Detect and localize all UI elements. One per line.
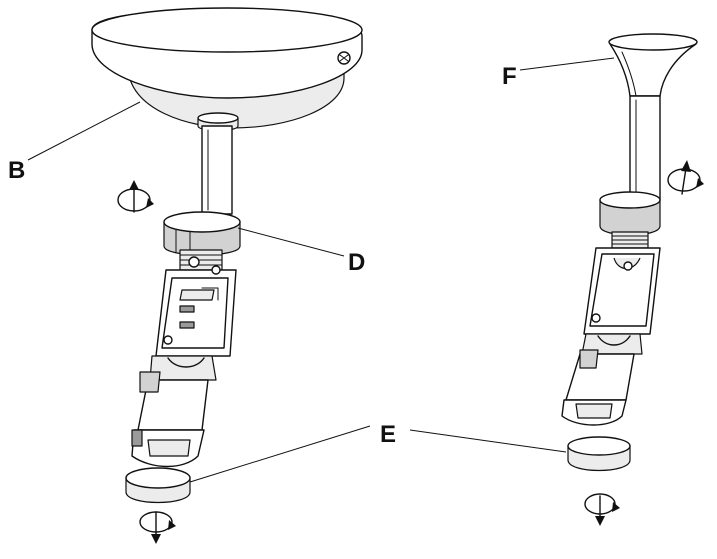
lampholder-clip-right xyxy=(565,333,643,401)
socket-cup-right xyxy=(561,399,627,426)
leader-B xyxy=(27,101,141,161)
bulb-right xyxy=(567,436,631,472)
leader-D xyxy=(237,227,345,257)
trumpet-canopy xyxy=(608,33,698,97)
socket-cup xyxy=(131,429,205,468)
lampholder-body xyxy=(155,265,237,357)
ring-nut xyxy=(163,211,241,256)
ceiling-canopy xyxy=(91,7,363,129)
rod-collar xyxy=(197,112,239,132)
leader-E-left xyxy=(189,425,371,483)
left-fixture xyxy=(91,7,363,504)
right-fixture xyxy=(561,33,698,472)
ring-nut-right xyxy=(599,191,661,236)
lampholder-clip xyxy=(137,355,217,431)
stem-rod xyxy=(201,125,233,215)
rotate-loosen-icon xyxy=(139,511,176,544)
label-F: F xyxy=(502,63,517,90)
rotate-loosen-icon xyxy=(584,493,620,526)
leader-F xyxy=(519,57,615,71)
rotate-loosen-icon xyxy=(117,180,154,213)
leader-E-right xyxy=(409,429,567,453)
lampholder-body-right xyxy=(583,247,661,335)
stem-rod-right xyxy=(629,95,661,201)
label-E: E xyxy=(380,421,396,448)
lampholder-neck-right xyxy=(611,231,649,249)
rotate-loosen-icon xyxy=(667,160,704,195)
label-B: B xyxy=(8,157,25,184)
bulb-left xyxy=(125,467,191,504)
label-D: D xyxy=(348,249,365,276)
